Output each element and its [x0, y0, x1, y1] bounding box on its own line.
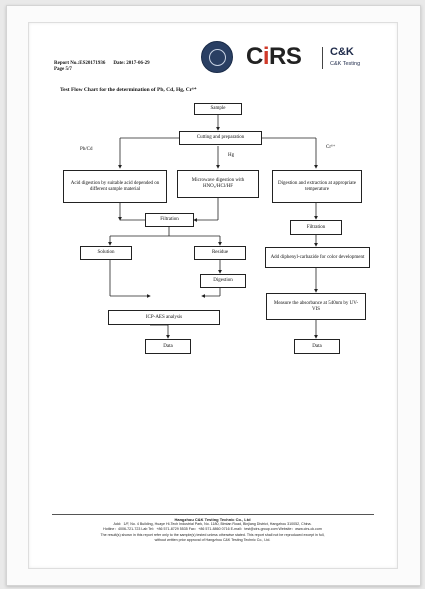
filtration-box-right: Filtration [290, 220, 342, 235]
logo-divider [322, 47, 323, 69]
sample-box: Sample [194, 103, 242, 115]
cirs-logo: CiRS [246, 43, 302, 70]
report-number: Report No.:ES20171936 [54, 61, 106, 66]
cutting-preparation-box: Cutting and preparation [179, 131, 262, 145]
data-box-left: Data [145, 339, 191, 354]
label-hg: Hg [228, 153, 235, 158]
residue-box: Residue [194, 246, 246, 260]
footer-address: Add：1/F, No. 4 Building, Huaye Hi-Tech I… [113, 522, 312, 527]
company-seal-logo [201, 41, 233, 73]
label-cr6: Cr⁶⁺ [326, 145, 336, 150]
footer-contacts: Hotline：4006-721-723 Lab Tel：+86 571-872… [103, 527, 322, 532]
page-number: Page 5/7 [54, 67, 72, 72]
digestion-extraction-box: Digestion and extraction at appropriate … [272, 170, 362, 203]
ck-logo-subtitle: C&K Testing [330, 61, 361, 67]
solution-box: Solution [80, 246, 132, 260]
footer-disclaimer-1: The result(s) shown in this report refer… [100, 532, 325, 537]
diphenyl-carbazide-box: Add diphenyl-carbazide for color develop… [265, 247, 370, 268]
report-date: Date: 2017-06-29 [113, 61, 150, 66]
acid-digestion-box: Acid digestion by suitable acid depended… [63, 170, 167, 203]
footer-divider [52, 514, 374, 515]
microwave-digestion-box: Microwave digestion with HNO₃/HCl/HF [177, 170, 259, 198]
page-footer: Hangzhou C&K Testing Technic Co., Ltd Ad… [40, 517, 385, 543]
icp-aes-analysis-box: ICP-AES analysis [108, 310, 220, 325]
label-pb-cd: Pb/Cd [80, 147, 93, 152]
footer-company: Hangzhou C&K Testing Technic Co., Ltd [174, 517, 251, 522]
ck-logo: C&K [330, 46, 354, 58]
flow-chart-title: Test Flow Chart for the determination of… [60, 87, 197, 93]
report-info: Report No.:ES20171936 Date: 2017-06-29 P… [54, 61, 150, 73]
footer-disclaimer-2: without written prior approval of Hangzh… [154, 537, 271, 542]
absorbance-box: Measure the absorbance at 540nm by UV-VI… [266, 293, 366, 320]
data-box-right: Data [294, 339, 340, 354]
digestion-box: Digestion [200, 274, 246, 288]
filtration-box-left: Filtration [145, 213, 194, 227]
